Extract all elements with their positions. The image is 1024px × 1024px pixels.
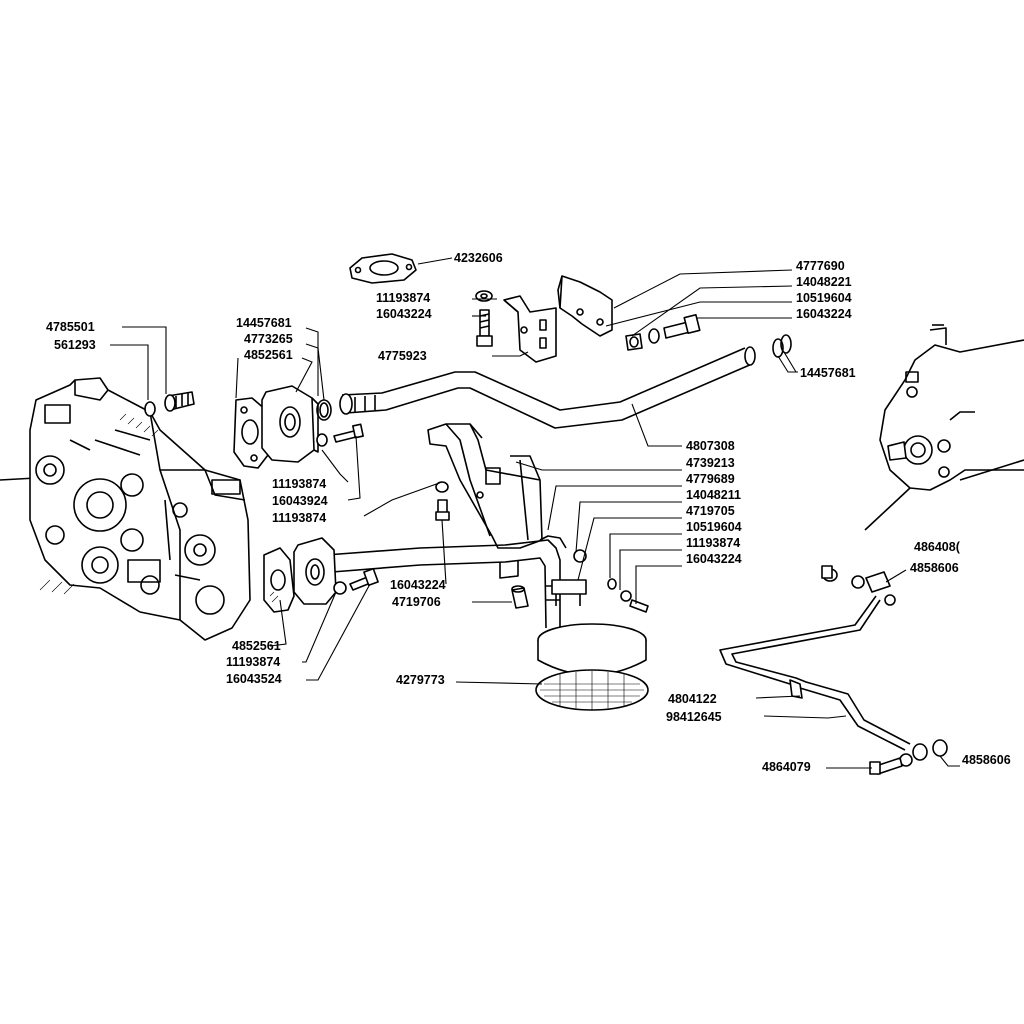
label-4852561: 4852561 bbox=[232, 639, 281, 653]
label-16043524: 16043524 bbox=[226, 672, 282, 686]
strainer-4279773-drawing bbox=[535, 623, 649, 711]
label-4719706: 4719706 bbox=[392, 595, 441, 609]
label-11193874: 11193874 bbox=[686, 536, 740, 550]
label-14048221: 14048221 bbox=[796, 275, 852, 289]
label-14457681: 14457681 bbox=[236, 316, 292, 330]
label-4773265: 4773265 bbox=[244, 332, 293, 346]
label-16043224: 16043224 bbox=[686, 552, 742, 566]
label-98412645: 98412645 bbox=[666, 710, 722, 724]
fitting-4785501-drawing bbox=[144, 391, 195, 417]
label-4785501: 4785501 bbox=[46, 320, 95, 334]
label-4739213: 4739213 bbox=[686, 456, 735, 470]
bolt-16043924-drawing bbox=[316, 423, 364, 447]
engine-block-drawing bbox=[0, 377, 251, 641]
label-10519604: 10519604 bbox=[796, 291, 852, 305]
leader-lines bbox=[110, 257, 960, 769]
label-14048211: 14048211 bbox=[686, 488, 741, 502]
lower-flange-gaskets-drawing bbox=[263, 537, 337, 613]
label-4232606: 4232606 bbox=[454, 251, 503, 265]
label-16043224: 16043224 bbox=[376, 307, 432, 321]
spacer-4719706-drawing bbox=[511, 585, 529, 609]
label-11193874: 11193874 bbox=[272, 511, 326, 525]
label-4719705: 4719705 bbox=[686, 504, 735, 518]
label-4852561: 4852561 bbox=[244, 348, 293, 362]
label-16043924: 16043924 bbox=[272, 494, 328, 508]
part-number-labels: 4232606 4777690 14048221 10519604 160432… bbox=[46, 251, 1011, 774]
upper-flange-gaskets-drawing bbox=[233, 385, 332, 469]
label-4858606: 4858606 bbox=[910, 561, 959, 575]
label-11193874: 11193874 bbox=[226, 655, 280, 669]
label-16043224: 16043224 bbox=[390, 578, 446, 592]
label-4864079: 4864079 bbox=[762, 760, 811, 774]
o-ring-14457681-drawing bbox=[772, 334, 792, 358]
label-11193874: 11193874 bbox=[272, 477, 326, 491]
label-4777690: 4777690 bbox=[796, 259, 845, 273]
injection-pump-drawing bbox=[864, 324, 1024, 531]
label-14457681: 14457681 bbox=[800, 366, 856, 380]
label-4779689: 4779689 bbox=[686, 472, 735, 486]
support-bracket-4739213-drawing bbox=[427, 423, 543, 549]
bolt-16043524-drawing bbox=[333, 567, 379, 595]
label-10519604: 10519604 bbox=[686, 520, 742, 534]
label-561293: 561293 bbox=[54, 338, 96, 352]
bracket-4777690-drawing bbox=[557, 275, 701, 351]
pipe-4807308-drawing bbox=[339, 346, 756, 429]
label-11193874: 11193874 bbox=[376, 291, 430, 305]
suction-pipe-4779689-drawing bbox=[325, 535, 587, 629]
bracket-4775923-drawing bbox=[503, 295, 557, 363]
label-4804122: 4804122 bbox=[668, 692, 717, 706]
label-4775923: 4775923 bbox=[378, 349, 427, 363]
bolt-16043224-mid-drawing bbox=[435, 481, 450, 521]
label-4279773: 4279773 bbox=[396, 673, 445, 687]
label-16043224: 16043224 bbox=[796, 307, 852, 321]
flange-plate-4232606-drawing bbox=[349, 253, 417, 284]
label-4807308: 4807308 bbox=[686, 439, 735, 453]
label-486408: 486408( bbox=[914, 540, 961, 554]
label-4858606: 4858606 bbox=[962, 753, 1011, 767]
feed-pipe-98412645-drawing bbox=[719, 565, 948, 775]
